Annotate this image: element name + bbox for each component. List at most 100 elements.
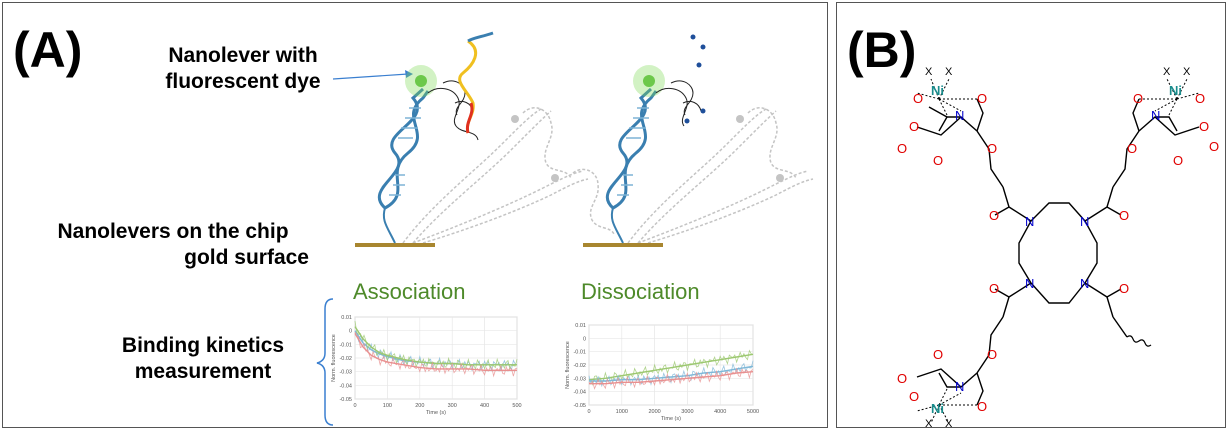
x-tick-label: 500	[512, 403, 521, 409]
pointer-arrow	[332, 73, 409, 80]
faded-nanolevers-left	[402, 107, 615, 244]
panel-a: (A) Nanolever with fluorescent dye Nanol…	[2, 2, 828, 428]
o-atom-15: O	[989, 281, 999, 296]
n-atom-2: N	[1151, 108, 1160, 123]
dissociation-title: Dissociation	[581, 279, 700, 304]
series-raw-line	[354, 331, 518, 378]
y-tick-label: -0.04	[573, 390, 586, 396]
x-ligand-4: X	[1183, 66, 1191, 78]
y-tick-label: -0.01	[339, 342, 352, 348]
ni-atom-1: Ni	[931, 83, 944, 98]
x-tick-label: 4000	[714, 409, 726, 415]
series-fit-line	[589, 365, 754, 382]
dissociation-scene	[583, 34, 814, 247]
nanolever-label: Nanolever with fluorescent dye	[143, 43, 343, 95]
o-atom-14: O	[1119, 208, 1129, 223]
o-atom-19: O	[909, 389, 919, 404]
o-atom-11: O	[1173, 153, 1183, 168]
gold-surface-association	[355, 243, 435, 247]
y-tick-label: -0.02	[339, 356, 352, 362]
x-axis-label: Time (s)	[661, 416, 681, 422]
o-atom-20: O	[977, 399, 987, 414]
y-axis-label: Norm. fluorescence	[565, 341, 571, 389]
x-tick-label: 400	[480, 403, 489, 409]
o-atom-5: O	[933, 153, 943, 168]
x-tick-label: 1000	[616, 409, 628, 415]
x-tick-label: 3000	[681, 409, 693, 415]
series-fit-line	[588, 353, 754, 381]
panel-b: (B)	[836, 2, 1226, 429]
o-atom-9: O	[1199, 119, 1209, 134]
x-ligand-2: X	[945, 66, 953, 78]
peptide-strand	[458, 39, 478, 134]
dna-strand-1-association	[384, 90, 430, 210]
o-atom-3: O	[909, 119, 919, 134]
panel-a-graphics: 0.010-0.01-0.02-0.03-0.04-0.050100200300…	[316, 31, 814, 426]
faded-dye-dot-2	[551, 174, 559, 182]
o-atom-2: O	[977, 91, 987, 106]
association-title: Association	[353, 279, 466, 304]
peptide-strand-end	[465, 102, 474, 134]
x-ligand-6: X	[945, 418, 953, 429]
o-atom-17: O	[933, 347, 943, 362]
dna-rungs-dissociation	[617, 107, 649, 196]
o-atom-18: O	[897, 371, 907, 386]
o-atom-12: O	[1127, 141, 1137, 156]
x-tick-label: 100	[383, 403, 392, 409]
n-atom-1: N	[955, 108, 964, 123]
fluorescent-dye-association	[415, 75, 427, 87]
coordination-bonds	[916, 78, 1200, 424]
o-atom-16: O	[1119, 281, 1129, 296]
panel-b-letter: (B)	[847, 22, 917, 78]
nanolever-label-line1: Nanolever with	[168, 44, 318, 67]
n-ring-1: N	[1025, 214, 1034, 229]
y-tick-label: -0.01	[573, 350, 586, 356]
ni-atom-2: Ni	[1169, 83, 1182, 98]
gold-surface-dissociation	[583, 243, 663, 247]
dna-strand-2-association	[377, 87, 425, 210]
y-tick-label: -0.02	[573, 363, 586, 369]
association-scene	[355, 31, 615, 247]
peptide-strand-tail	[467, 31, 494, 43]
o-atom-21: O	[987, 347, 997, 362]
linker-dissociation	[610, 207, 624, 244]
n-atom-3: N	[955, 379, 964, 394]
y-tick-label: -0.03	[339, 370, 352, 376]
y-tick-label: 0.01	[341, 315, 352, 321]
n-ring-3: N	[1025, 276, 1034, 291]
o-atom-10: O	[1209, 139, 1219, 154]
wavy-attachment	[1126, 335, 1152, 347]
x-axis-label: Time (s)	[426, 410, 446, 416]
y-tick-label: -0.05	[573, 403, 586, 409]
y-axis-label: Norm. fluorescence	[331, 334, 337, 382]
y-tick-label: -0.03	[573, 376, 586, 382]
x-ligand-5: X	[925, 418, 933, 429]
faded-dye-dot-4	[776, 174, 784, 182]
o-atom-1: O	[913, 91, 923, 106]
chip-surface-label-line2: gold surface	[184, 246, 309, 269]
x-ligand-1: X	[925, 66, 933, 78]
series-raw-line	[588, 367, 754, 390]
dna-rungs-association	[389, 107, 421, 196]
atom-labels: Ni Ni Ni N N N N N N N O O O O O O O O O…	[897, 66, 1219, 429]
series-fit-line	[354, 333, 517, 371]
y-tick-label: -0.05	[339, 397, 352, 403]
x-tick-label: 300	[448, 403, 457, 409]
chip-surface-label-line1: Nanolevers on the chip	[57, 220, 289, 243]
o-atom-13: O	[989, 208, 999, 223]
kinetics-bracket	[316, 298, 334, 426]
ni-nta-dots	[684, 34, 706, 124]
x-tick-label: 2000	[648, 409, 660, 415]
chemical-structure: Ni Ni Ni N N N N N N N O O O O O O O O O…	[897, 66, 1219, 429]
x-tick-label: 5000	[747, 409, 759, 415]
faded-dye-dot-1	[511, 115, 519, 123]
free-molecule-dissociation	[655, 80, 702, 127]
chip-surface-label: Nanolevers on the chip gold surface	[23, 219, 323, 271]
o-atom-6: O	[987, 141, 997, 156]
structure-bonds	[916, 98, 1200, 406]
series-fit-line	[354, 326, 517, 366]
y-tick-label: 0	[583, 336, 586, 342]
dna-strand-2-dissociation	[605, 87, 653, 210]
